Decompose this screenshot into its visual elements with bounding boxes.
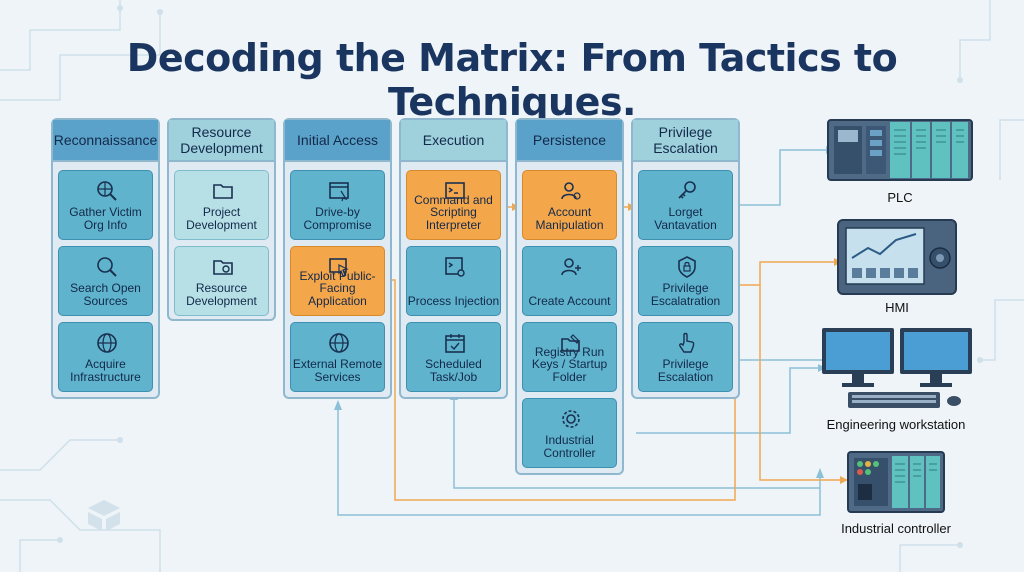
tactic-header: Privilege Escalation — [633, 120, 738, 162]
technique-card[interactable]: Command and Scripting Interpreter — [406, 170, 501, 240]
hmi-device-icon — [837, 219, 957, 295]
plc-device-icon — [827, 119, 973, 181]
technique-label: Exploit Public-Facing Application — [299, 268, 376, 308]
cursor-window-icon — [329, 258, 349, 277]
technique-card[interactable]: Gather Victim Org Info — [58, 170, 153, 240]
tactic-column-execution: Execution Command and Scripting Interpre… — [399, 118, 508, 399]
technique-label: Gather Victim Org Info — [69, 205, 142, 232]
controller-label: Industrial controller — [841, 521, 951, 536]
terminal-icon — [445, 182, 465, 199]
technique-card[interactable]: Exploit Public-Facing Application — [290, 246, 385, 316]
user-plus-icon — [561, 182, 581, 200]
technique-label: Privilege Escalatration — [650, 281, 721, 308]
key-icon — [678, 181, 696, 199]
search-globe-icon — [97, 181, 117, 201]
technique-card[interactable]: Process Injection — [406, 246, 501, 316]
tactic-header: Reconnaissance — [53, 120, 158, 162]
technique-label: Privilege Escalation — [657, 357, 714, 384]
technique-label: External Remote Services — [292, 357, 383, 384]
browser-icon — [329, 182, 349, 202]
technique-label: Drive-by Compromise — [303, 205, 372, 232]
technique-label: Lorget Vantavation — [654, 205, 717, 232]
tactic-column-persistence: Persistence Account Manipulation Create … — [515, 118, 624, 475]
engineering-workstation-icon — [822, 328, 972, 408]
technique-card[interactable]: Drive-by Compromise — [290, 170, 385, 240]
folder-gear-icon — [213, 260, 233, 275]
technique-card[interactable]: Create Account — [522, 246, 617, 316]
tactic-header: Initial Access — [285, 120, 390, 162]
technique-card[interactable]: Project Development — [174, 170, 269, 240]
technique-card[interactable]: Lorget Vantavation — [638, 170, 733, 240]
folder-edit-icon — [561, 334, 580, 352]
tactic-header: Resource Development — [169, 120, 274, 162]
shield-lock-icon — [678, 256, 696, 278]
technique-card[interactable]: External Remote Services — [290, 322, 385, 392]
magnifier-icon — [97, 257, 117, 277]
technique-label: Project Development — [186, 205, 257, 232]
technique-card[interactable]: Resource Development — [174, 246, 269, 316]
tactic-header: Execution — [401, 120, 506, 162]
hmi-label: HMI — [885, 300, 909, 315]
terminal-gear-icon — [445, 257, 465, 277]
technique-label: Command and Scripting Interpreter — [414, 192, 493, 232]
calendar-check-icon — [445, 334, 465, 353]
globe-icon — [329, 333, 349, 353]
page-title: Decoding the Matrix: From Tactics to Tec… — [126, 36, 898, 124]
industrial-controller-icon — [847, 451, 945, 513]
folder-icon — [213, 184, 233, 199]
user-add-icon — [561, 258, 581, 276]
technique-card[interactable]: Scheduled Task/Job — [406, 322, 501, 392]
technique-label: Scheduled Task/Job — [425, 357, 482, 384]
tactic-column-privilege-escalation: Privilege Escalation Lorget Vantavation … — [631, 118, 740, 399]
technique-label: Acquire Infrastructure — [70, 357, 141, 384]
technique-label: Industrial Controller — [543, 433, 596, 460]
technique-card[interactable]: Privilege Escalation — [638, 322, 733, 392]
technique-label: Account Manipulation — [535, 205, 604, 232]
tactic-column-resource-development: Resource Development Project Development… — [167, 118, 276, 321]
technique-card[interactable]: Privilege Escalatration — [638, 246, 733, 316]
technique-card[interactable]: Account Manipulation — [522, 170, 617, 240]
technique-label: Process Injection — [407, 293, 500, 308]
technique-label: Resource Development — [186, 281, 257, 308]
technique-card[interactable]: Search Open Sources — [58, 246, 153, 316]
technique-label: Search Open Sources — [70, 281, 141, 308]
plc-label: PLC — [887, 190, 913, 205]
technique-label: Create Account — [528, 293, 611, 308]
gear-icon — [562, 410, 580, 428]
technique-card[interactable]: Acquire Infrastructure — [58, 322, 153, 392]
tactic-header: Persistence — [517, 120, 622, 162]
tactic-column-initial-access: Initial Access Drive-by Compromise Explo… — [283, 118, 392, 399]
logo-icon — [88, 500, 120, 531]
workstation-label: Engineering workstation — [826, 417, 966, 432]
globe-icon — [97, 333, 117, 353]
technique-card[interactable]: Industrial Controller — [522, 398, 617, 468]
technique-card[interactable]: Registry Run Keys / Startup Folder — [522, 322, 617, 392]
hand-pointer-icon — [679, 332, 695, 353]
tactic-column-reconnaissance: Reconnaissance Gather Victim Org Info Se… — [51, 118, 160, 399]
